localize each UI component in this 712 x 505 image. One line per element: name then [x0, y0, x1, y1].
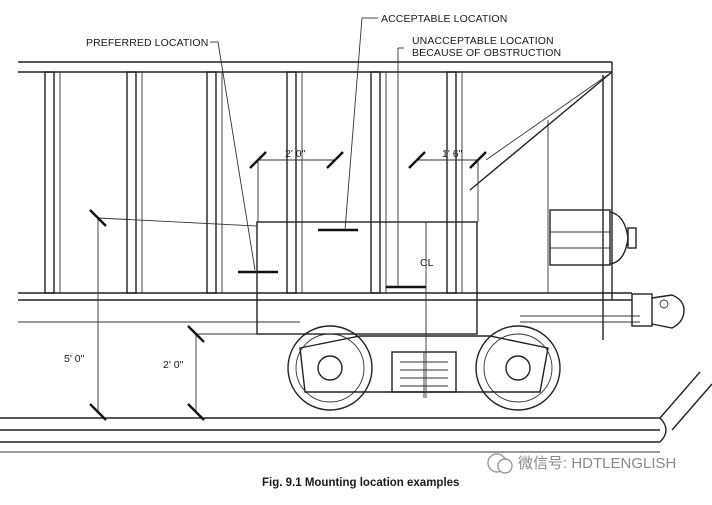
side-posts	[44, 71, 549, 294]
dim-height-5ft: 5' 0"	[64, 353, 85, 365]
end-hardware	[549, 209, 685, 329]
truck-assembly	[287, 325, 561, 411]
figure-caption: Fig. 9.1 Mounting location examples	[262, 477, 459, 489]
track	[0, 371, 712, 453]
centerline-mark: CL	[420, 257, 434, 269]
dim-height-2ft: 2' 0"	[163, 359, 184, 371]
watermark: 微信号: HDTLENGLISH	[487, 453, 676, 474]
watermark-text: 微信号: HDTLENGLISH	[518, 455, 676, 472]
label-unacceptable-1: UNACCEPTABLE LOCATION	[412, 35, 554, 47]
hopper-car-body	[18, 61, 685, 340]
mounting-zone	[256, 221, 478, 335]
label-unacceptable-2: BECAUSE OF OBSTRUCTION	[412, 47, 561, 59]
label-acceptable: ACCEPTABLE LOCATION	[381, 13, 507, 25]
label-preferred: PREFERRED LOCATION	[86, 37, 208, 49]
dim-spacing-18in: 1' 6"	[442, 148, 463, 160]
leader-lines	[210, 17, 404, 287]
dim-spacing-2ft: 2' 0"	[285, 148, 306, 160]
dimension-lines	[89, 71, 613, 421]
